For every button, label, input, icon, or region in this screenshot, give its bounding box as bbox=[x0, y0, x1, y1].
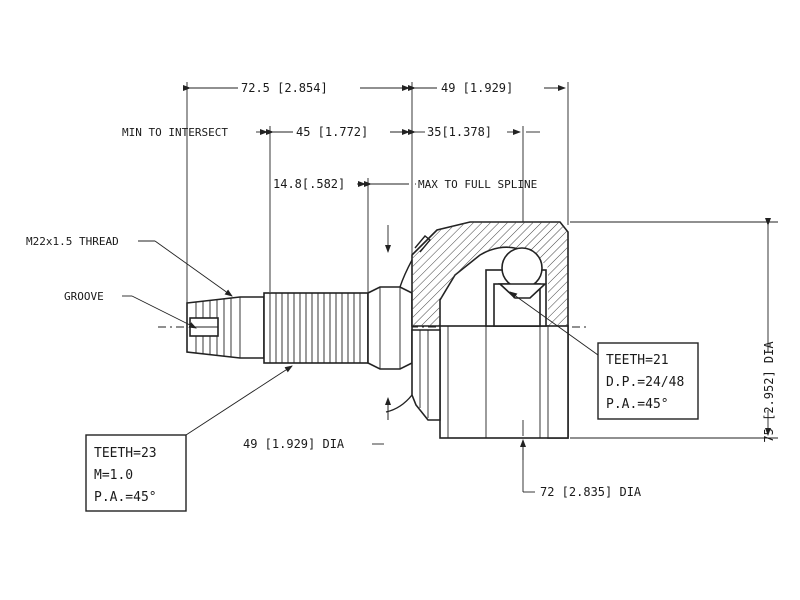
min-intersect-label: MIN TO INTERSECT bbox=[122, 126, 228, 139]
bell-housing bbox=[385, 221, 569, 439]
dimension-spline: 14.8[.582] MAX TO FULL SPLINE bbox=[273, 177, 537, 191]
dimension-overall: 72.5 [2.854] 49 [1.929] bbox=[183, 81, 566, 95]
outer-spline-module: M=1.0 bbox=[94, 468, 133, 483]
outer-spline-box: TEETH=23 M=1.0 P.A.=45° bbox=[85, 434, 187, 512]
thread-label: M22x1.5 THREAD bbox=[26, 235, 119, 248]
dim-35: 35[1.378] bbox=[427, 125, 492, 139]
ball bbox=[501, 247, 543, 289]
groove-label: GROOVE bbox=[64, 290, 104, 303]
dimension-shaft-dia: 49 [1.929] DIA bbox=[243, 437, 384, 451]
groove-callout: GROOVE bbox=[64, 290, 197, 329]
dimension-outer-dia: 75 [2.952] DIA bbox=[570, 218, 778, 443]
dimension-bell-dia: 72 [2.835] DIA bbox=[520, 420, 642, 499]
inner-race bbox=[485, 247, 548, 327]
dim-spline: 14.8[.582] bbox=[273, 177, 345, 191]
inner-spline-callout bbox=[509, 291, 599, 356]
outer-spline-teeth: TEETH=23 bbox=[94, 446, 157, 461]
dimension-intersect: MIN TO INTERSECT 45 [1.772] 35[1.378] bbox=[122, 125, 540, 139]
outer-spline-pa: P.A.=45° bbox=[94, 490, 157, 505]
dim-overall-right: 49 [1.929] bbox=[441, 81, 513, 95]
detail-marks bbox=[385, 225, 431, 420]
dim-outer-dia: 75 [2.952] DIA bbox=[762, 341, 776, 443]
spline-shaft bbox=[263, 286, 413, 370]
extension-lines bbox=[186, 82, 569, 305]
thread-callout: M22x1.5 THREAD bbox=[26, 235, 233, 297]
dim-overall-left: 72.5 [2.854] bbox=[241, 81, 328, 95]
dim-min-intersect: 45 [1.772] bbox=[296, 125, 368, 139]
spline-label: MAX TO FULL SPLINE bbox=[418, 178, 537, 191]
inner-spline-pa: P.A.=45° bbox=[606, 397, 669, 412]
inner-spline-teeth: TEETH=21 bbox=[606, 353, 669, 368]
inner-spline-dp: D.P.=24/48 bbox=[606, 375, 684, 390]
dim-bell-dia: 72 [2.835] DIA bbox=[540, 485, 642, 499]
inner-spline-box: TEETH=21 D.P.=24/48 P.A.=45° bbox=[597, 342, 699, 420]
outer-spline-callout bbox=[185, 365, 293, 436]
threaded-stub bbox=[186, 296, 265, 359]
dim-shaft-dia: 49 [1.929] DIA bbox=[243, 437, 345, 451]
